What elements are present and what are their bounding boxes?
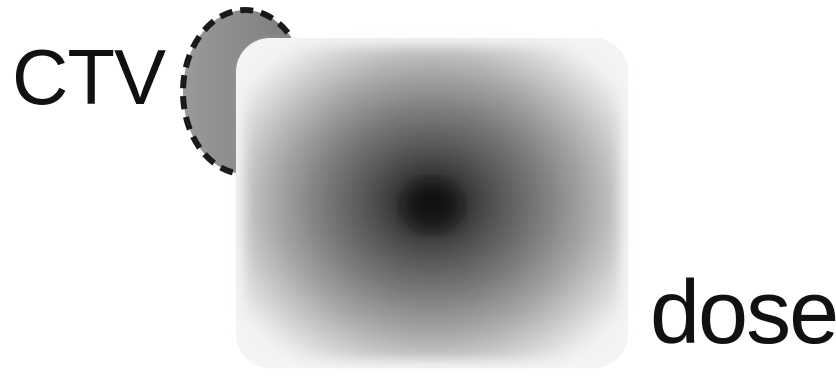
ctv-label: CTV — [12, 38, 165, 116]
dose-hotspot — [402, 180, 462, 232]
dose-distribution — [236, 38, 628, 368]
dose-label: dose — [650, 268, 836, 358]
